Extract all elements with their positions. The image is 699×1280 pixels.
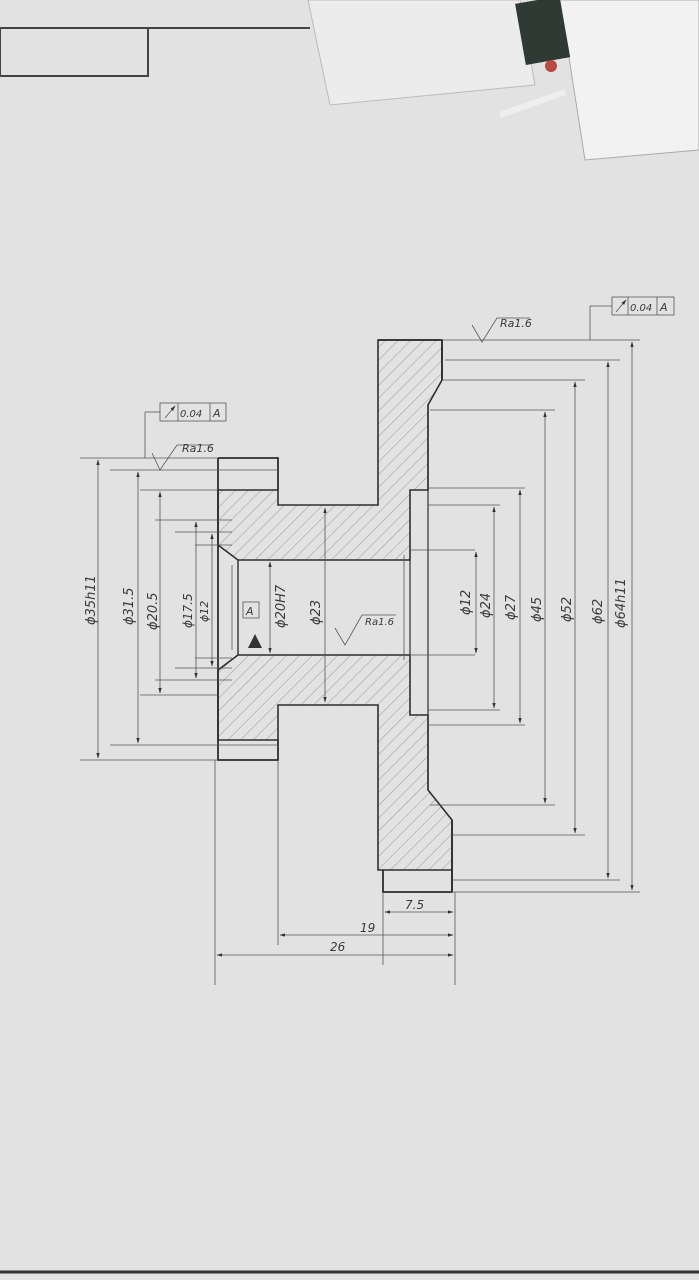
label-length-19: 19 — [360, 921, 375, 935]
pencil — [515, 0, 571, 65]
gdt-right-tolerance: 0.04 — [630, 303, 652, 314]
datum-a: A — [242, 601, 262, 648]
length-labels: 7.5 19 26 — [330, 898, 424, 954]
label-d27: ϕ27 — [504, 594, 519, 620]
pen-tip — [498, 89, 567, 118]
dimension-lines — [96, 341, 634, 957]
label-d12-left: ϕ12 — [198, 601, 211, 622]
label-d52: ϕ52 — [560, 597, 575, 622]
upper-hatch — [217, 339, 443, 561]
roughness-left-label: Ra1.6 — [182, 442, 214, 455]
gdt-left-datum: A — [212, 407, 221, 420]
gdt-right-datum: A — [659, 301, 668, 314]
label-d35h11: ϕ35h11 — [84, 575, 99, 625]
datum-triangle — [248, 634, 262, 648]
part-section — [217, 339, 453, 893]
gdt-left-tolerance: 0.04 — [180, 409, 202, 420]
inner-diameter-labels: ϕ20H7 ϕ23 — [274, 584, 324, 628]
roughness-bore-label: Ra1.6 — [365, 617, 394, 628]
gdt-frame-left: 0.04 A — [144, 402, 227, 458]
right-diameter-labels: ϕ12 ϕ24 ϕ27 ϕ45 ϕ52 ϕ62 ϕ64h11 — [459, 578, 629, 628]
paper-stack — [559, 0, 699, 161]
roughness-top: Ra1.6 — [471, 317, 532, 343]
roughness-left: Ra1.6 — [151, 442, 214, 471]
label-d45: ϕ45 — [530, 597, 545, 622]
label-d17-5: ϕ17.5 — [181, 593, 195, 628]
label-d20-5: ϕ20.5 — [146, 592, 161, 630]
gdt-frame-right: 0.04 A — [589, 296, 675, 340]
label-d12-right: ϕ12 — [459, 590, 474, 615]
label-d62: ϕ62 — [591, 599, 606, 624]
label-d24: ϕ24 — [479, 593, 494, 618]
left-diameter-labels: ϕ35h11 ϕ31.5 ϕ20.5 ϕ17.5 ϕ12 — [84, 575, 211, 630]
label-d64h11: ϕ64h11 — [614, 578, 629, 628]
label-length-7-5: 7.5 — [405, 898, 424, 912]
datum-a-label: A — [245, 605, 254, 618]
extension-lines — [80, 339, 640, 985]
roughness-bore: Ra1.6 — [334, 614, 396, 646]
label-d31-5: ϕ31.5 — [122, 587, 137, 625]
label-length-26: 26 — [330, 940, 346, 954]
label-d23: ϕ23 — [309, 600, 324, 625]
pencil-eraser — [545, 60, 557, 72]
roughness-top-label: Ra1.6 — [500, 317, 532, 330]
overlapping-paper — [307, 0, 536, 106]
label-d20h7: ϕ20H7 — [274, 584, 289, 628]
